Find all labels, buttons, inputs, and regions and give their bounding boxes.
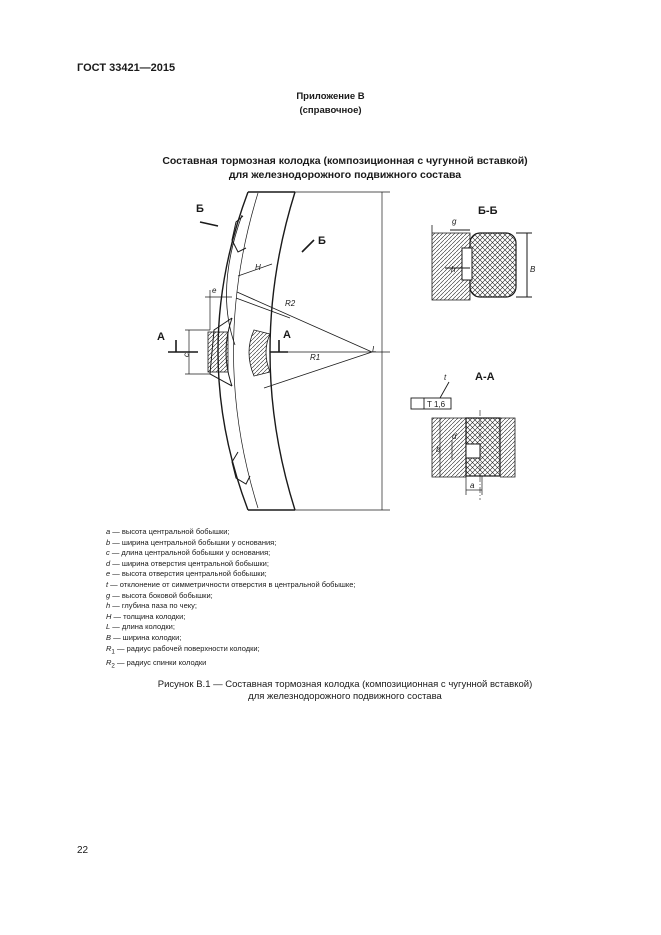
figure-title-line1: Составная тормозная колодка (композицион… [162,155,528,167]
legend-item: c — длина центральной бобышки у основани… [106,548,356,559]
label-h: h [451,265,456,274]
label-c: c [182,353,191,357]
legend-symbol: d [106,558,111,568]
dimension-L [295,191,390,511]
legend-text: — толщина колодки; [111,611,186,621]
section-mark-a-left: А [157,331,165,343]
section-aa [431,410,516,500]
insert-hatch [248,329,271,377]
legend-symbol: a [106,527,111,536]
label-a: a [470,481,475,490]
legend-item: e — высота отверстия центральной бобышки… [106,569,356,580]
legend-symbol: B [106,632,112,642]
legend-text: — радиус спинки колодки [114,657,207,667]
label-e: e [212,286,217,295]
legend-item: b — ширина центральной бобышки у основан… [106,538,356,549]
figure-caption-line1: Рисунок В.1 — Составная тормозная колодк… [157,679,533,690]
legend-symbol: H [106,611,112,621]
legend-subscript: 2 [111,662,115,670]
legend-symbol: R [106,643,112,653]
figure-caption-line2: для железнодорожного подвижного состава [248,691,442,702]
label-H: H [255,263,261,272]
legend-item: g — высота боковой бобышки; [106,591,356,602]
legend-item: d — ширина отверстия центральной бобышки… [106,559,356,570]
legend-symbol: c [106,548,110,558]
section-mark-b-top: Б [196,203,204,215]
symbol-legend: a — высота центральной бобышки;b — ширин… [106,527,356,672]
legend-item: h — глубина паза по чеку; [106,601,356,612]
section-bb-title: Б-Б [478,205,498,217]
legend-text: — высота боковой бобышки; [110,590,213,600]
legend-item: H — толщина колодки; [106,612,356,623]
legend-text: — ширина центральной бобышки у основания… [110,537,277,547]
label-R1: R1 [310,353,320,362]
legend-text: — отклонение от симметричности отверстия… [108,579,356,589]
legend-item: L — длина колодки; [106,622,356,633]
legend-text: — ширина отверстия центральной бобышки; [110,558,269,568]
document-code: ГОСТ 33421—2015 [77,62,176,74]
legend-item: t — отклонение от симметричности отверст… [106,580,356,591]
appendix-subheading: (справочное) [299,105,362,116]
legend-symbol: g [106,590,111,600]
legend-text: — высота отверстия центральной бобышки; [110,569,267,579]
section-mark-b-right: Б [318,235,326,247]
section-aa-title: А-А [475,371,495,383]
legend-text: — длина центральной бобышки у основания; [109,548,271,558]
tolerance-frame [410,381,452,410]
legend-symbol: e [106,569,111,579]
label-L: L [372,345,376,354]
legend-item: R2 — радиус спинки колодки [106,658,356,672]
label-B: B [530,265,536,274]
tolerance-value: T 1,6 [427,400,446,409]
legend-item: a — высота центральной бобышки; [106,527,356,538]
section-mark-a-right: А [283,329,291,341]
central-boss-hatch [207,331,229,373]
label-R2: R2 [285,299,296,308]
legend-symbol: t [106,579,109,589]
legend-text: — длина колодки; [110,622,175,632]
legend-symbol: L [106,622,111,632]
label-d: d [452,432,457,441]
appendix-heading: Приложение В [296,91,365,102]
figure-title-line2: для железнодорожного подвижного состава [228,169,462,181]
legend-item: R1 — радиус рабочей поверхности колодки; [106,644,356,658]
legend-symbol: h [106,601,111,611]
legend-item: B — ширина колодки; [106,633,356,644]
legend-subscript: 1 [111,648,115,656]
label-g: g [452,217,457,226]
legend-text: — высота центральной бобышки; [110,527,230,536]
label-b: b [436,445,441,454]
legend-text: — ширина колодки; [111,632,182,642]
legend-symbol: b [106,537,111,547]
legend-text: — радиус рабочей поверхности колодки; [114,643,260,653]
legend-text: — глубина паза по чеку; [110,601,197,611]
label-t: t [444,373,447,382]
section-bb [431,225,532,301]
page-number: 22 [77,845,89,856]
legend-symbol: R [106,657,112,667]
